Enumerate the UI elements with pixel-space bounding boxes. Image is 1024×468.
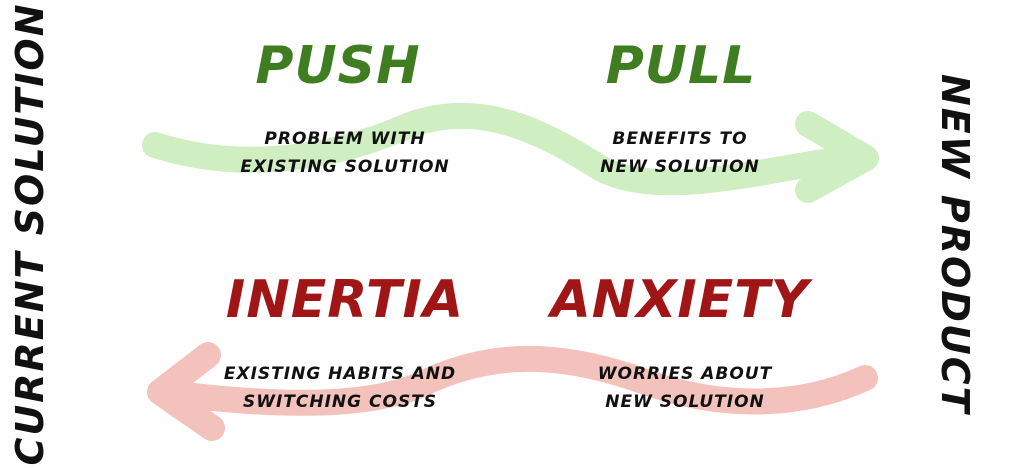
pull-description: BENEFITS TO NEW SOLUTION <box>570 125 790 181</box>
anxiety-title: ANXIETY <box>550 270 810 330</box>
inertia-description-line2: SWITCHING COSTS <box>242 392 438 412</box>
pull-title: PULL <box>605 36 757 96</box>
progress-arrow-right <box>142 102 863 196</box>
anxiety-description: WORRIES ABOUT NEW SOLUTION <box>570 360 800 416</box>
pull-description-line2: NEW SOLUTION <box>600 157 760 177</box>
current-solution-label: CURRENT SOLUTION <box>8 2 52 466</box>
inertia-description-line1: EXISTING HABITS AND <box>223 364 457 384</box>
anxiety-description-line1: WORRIES ABOUT <box>597 364 773 384</box>
new-product-label: NEW PRODUCT <box>933 74 977 415</box>
push-description-line1: PROBLEM WITH <box>264 129 426 149</box>
resistance-arrow-left <box>147 345 878 416</box>
inertia-title: INERTIA <box>225 270 465 330</box>
pull-description-line1: BENEFITS TO <box>612 129 748 149</box>
resistance-arrow-left-head <box>147 342 225 441</box>
inertia-description: EXISTING HABITS AND SWITCHING COSTS <box>200 360 480 416</box>
progress-arrow-right-head <box>795 111 879 203</box>
push-title: PUSH <box>255 36 421 96</box>
push-description-line2: EXISTING SOLUTION <box>240 157 450 177</box>
anxiety-description-line2: NEW SOLUTION <box>605 392 765 412</box>
push-description: PROBLEM WITH EXISTING SOLUTION <box>220 125 470 181</box>
